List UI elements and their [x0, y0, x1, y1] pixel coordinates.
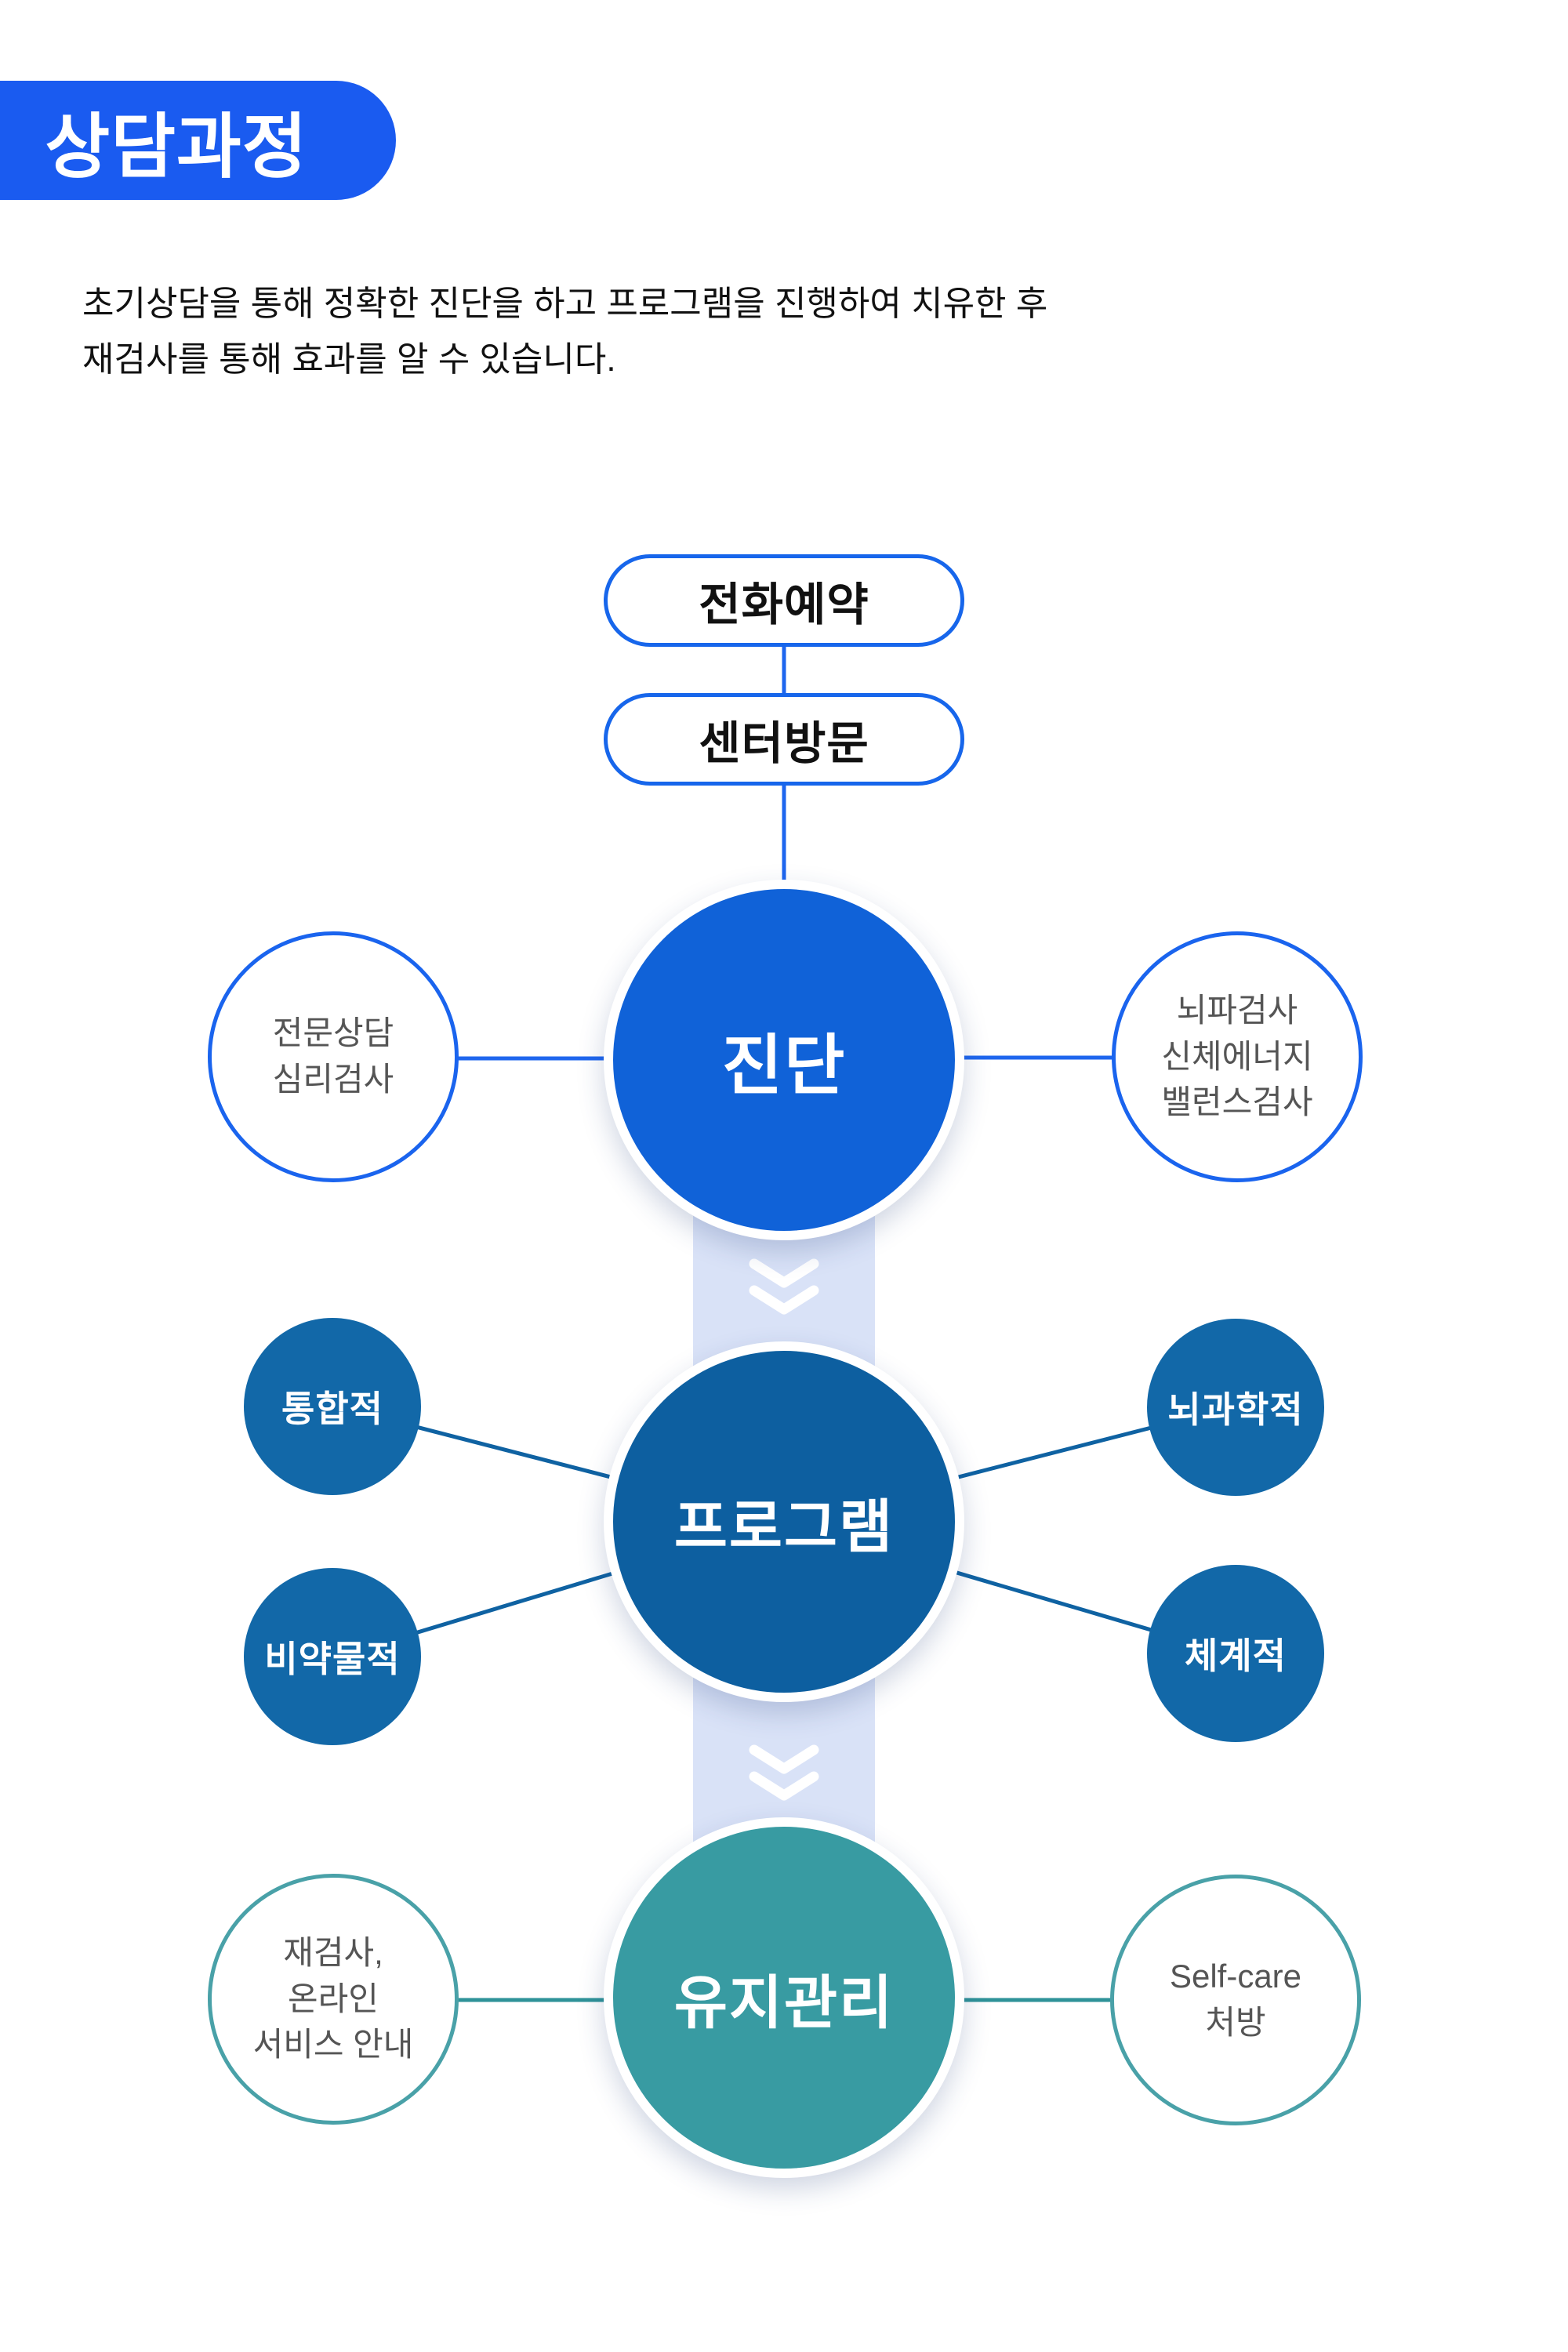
satellite-eeg-energy-balance-test-label: 뇌파검사 신체에너지 밸런스검사: [1161, 991, 1313, 1121]
satellite-selfcare-prescription: Self-care 처방: [1110, 1875, 1361, 2125]
satellite-eeg-energy-balance-test: 뇌파검사 신체에너지 밸런스검사: [1112, 931, 1363, 1182]
satellite-selfcare-prescription-label: Self-care 처방: [1169, 1958, 1302, 2041]
satellite-retest-online-service-label: 재검사, 온라인 서비스 안내: [252, 1933, 414, 2063]
stage-program-circle: 프로그램: [604, 1341, 964, 1702]
stage-program-label: 프로그램: [673, 1494, 895, 1559]
pill-center-visit-label: 센터방문: [699, 718, 869, 769]
stage-maintenance-label: 유지관리: [673, 1969, 895, 2035]
pill-phone-reservation: 전화예약: [604, 554, 964, 647]
satellite-non-pharmacological-label: 비약물적: [264, 1639, 401, 1679]
satellite-non-pharmacological: 비약물적: [244, 1568, 421, 1745]
pill-center-visit: 센터방문: [604, 693, 964, 786]
satellite-brain-science-label: 뇌과학적: [1167, 1389, 1304, 1430]
down-chevron-icon: [749, 1744, 819, 1801]
section-title: 상담과정: [45, 108, 308, 187]
stage-diagnosis-label: 진단: [721, 1028, 847, 1102]
down-chevron-icon: [749, 1258, 819, 1315]
satellite-retest-online-service: 재검사, 온라인 서비스 안내: [208, 1874, 459, 2125]
stage-maintenance-circle: 유지관리: [604, 1817, 964, 2178]
satellite-brain-science: 뇌과학적: [1147, 1319, 1324, 1496]
stage-diagnosis-circle: 진단: [604, 880, 964, 1240]
section-title-badge: 상담과정: [0, 81, 396, 200]
satellite-systematic-label: 체계적: [1185, 1635, 1287, 1676]
satellite-integrated-label: 통합적: [281, 1388, 383, 1429]
intro-text: 초기상담을 통해 정확한 진단을 하고 프로그램을 진행하여 치유한 후 재검사…: [82, 285, 1048, 379]
satellite-counseling-psych-test: 전문상담 심리검사: [208, 931, 459, 1182]
satellite-counseling-psych-test-label: 전문상담 심리검사: [272, 1014, 394, 1098]
satellite-integrated: 통합적: [244, 1318, 421, 1495]
satellite-systematic: 체계적: [1147, 1565, 1324, 1742]
pill-phone-reservation-label: 전화예약: [699, 579, 869, 630]
